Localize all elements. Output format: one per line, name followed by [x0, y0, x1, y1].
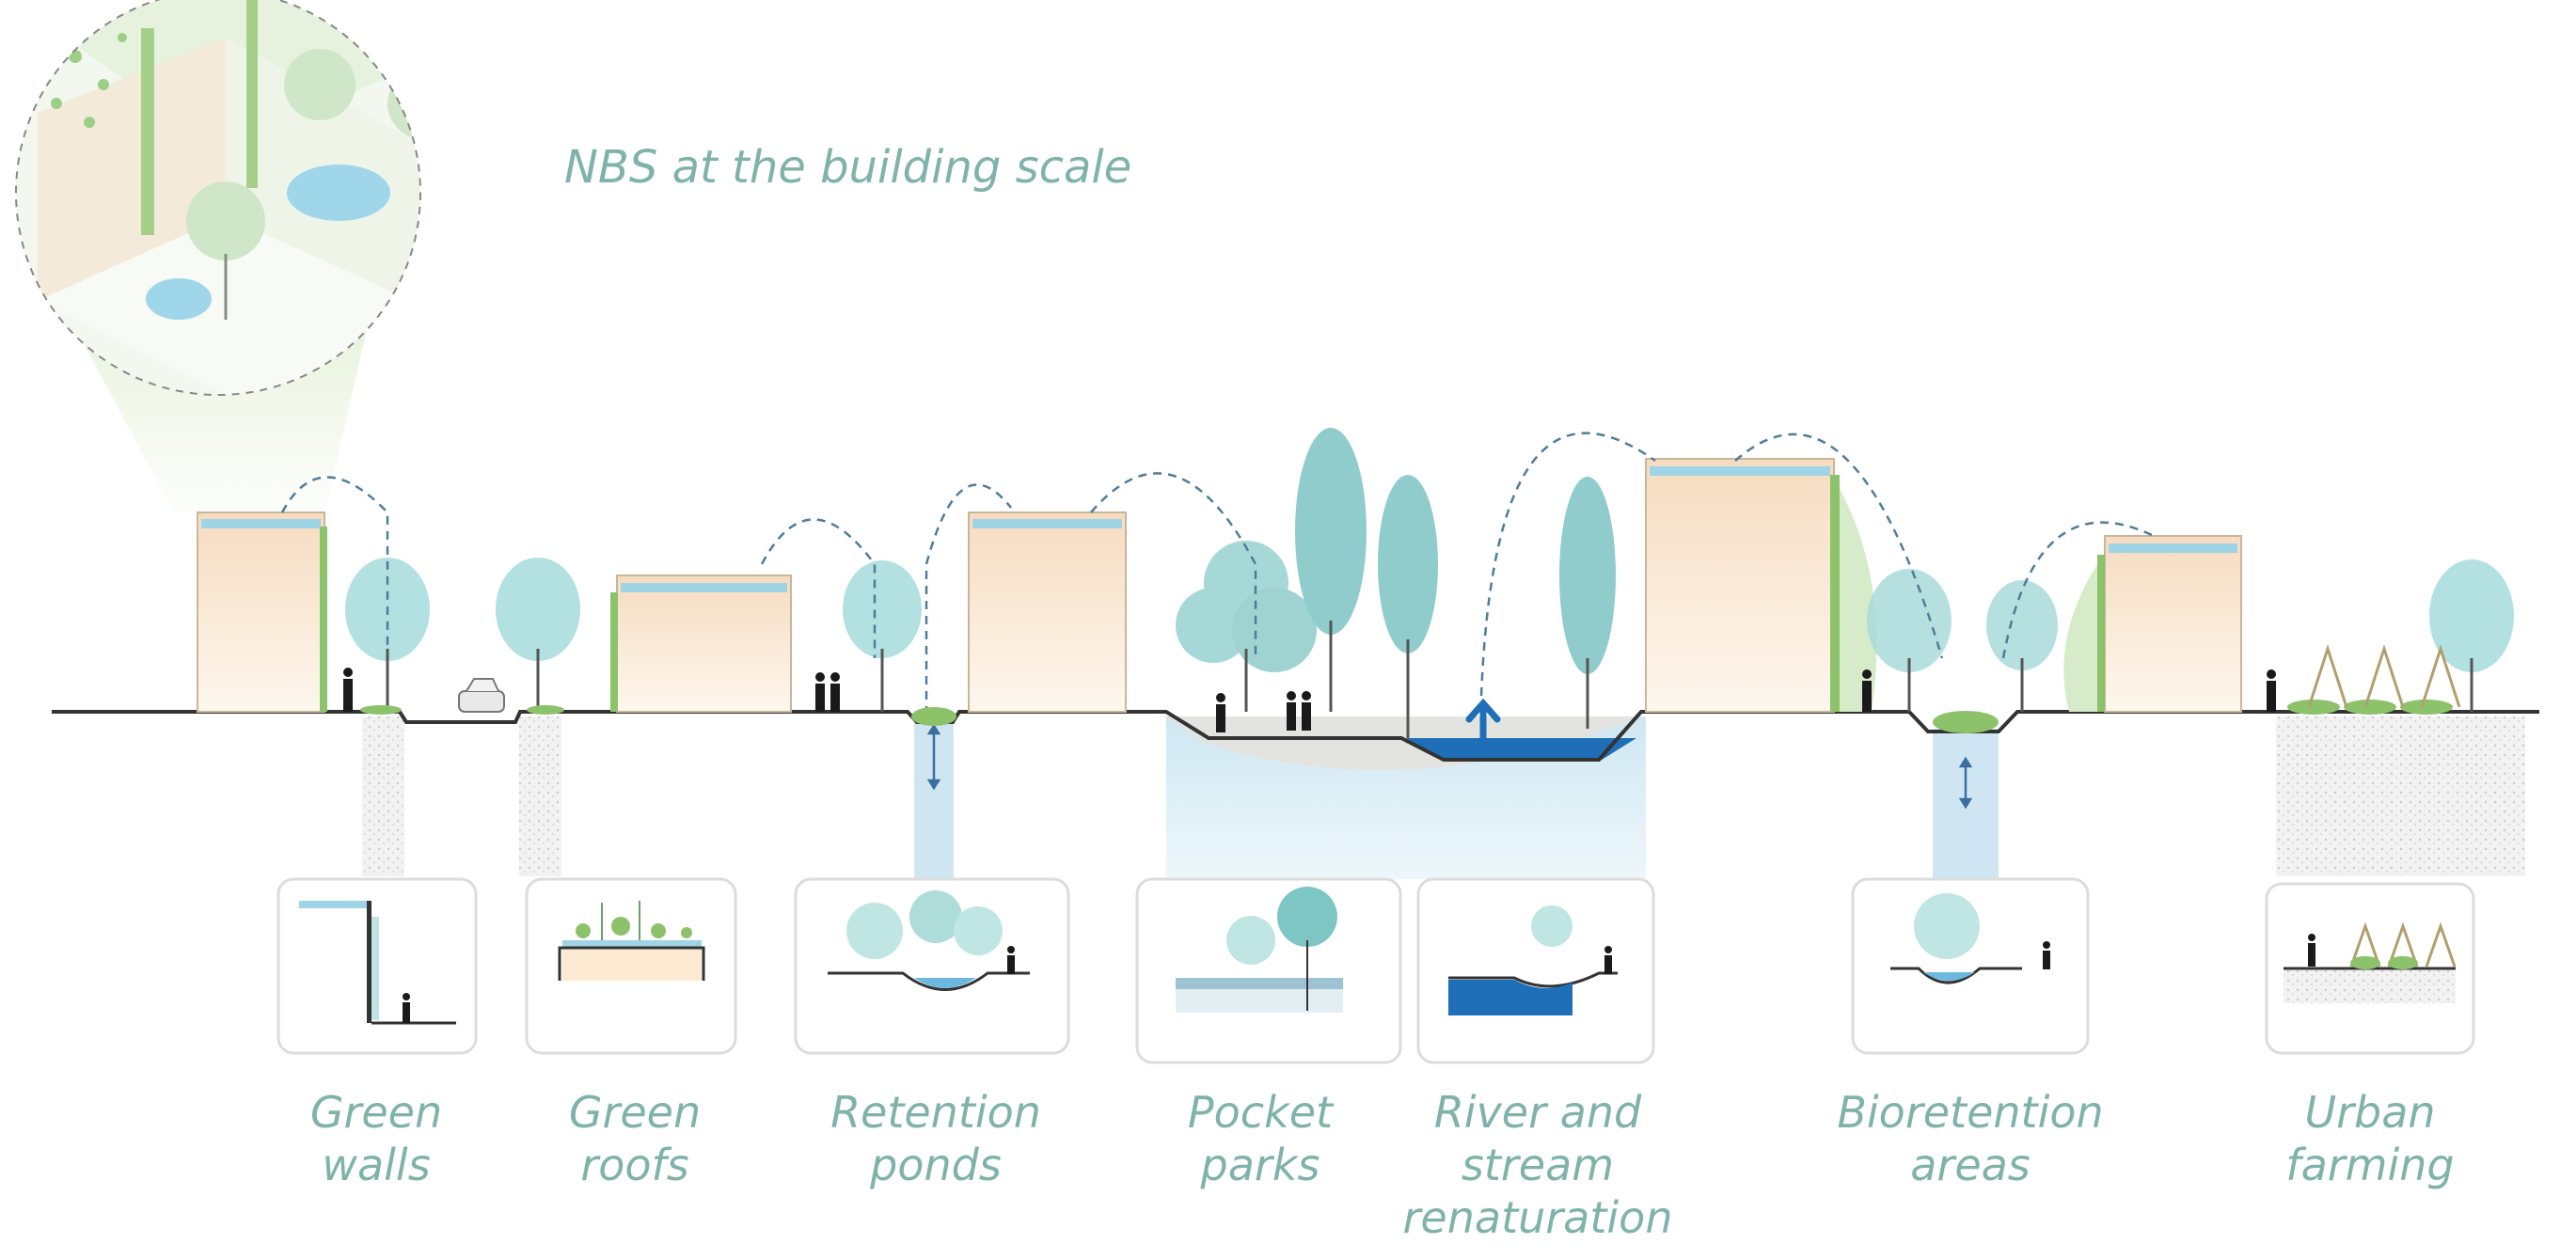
label-line: Green — [568, 1087, 702, 1138]
label-green-walls: Green walls — [282, 1086, 470, 1191]
river-up-arrow-icon — [1465, 698, 1501, 747]
park-basin — [1166, 716, 1641, 771]
card-pocket-parks-art — [1176, 887, 1343, 1013]
card-green-walls-art — [299, 901, 456, 1025]
infiltration-arrows — [926, 723, 1973, 810]
label-line: parks — [1200, 1140, 1320, 1190]
infiltration-dots-1 — [362, 716, 404, 876]
building-1 — [197, 511, 327, 713]
river-channel — [1406, 738, 1636, 762]
ground-vegetation — [360, 700, 2453, 733]
card-bioretention-areas — [1851, 877, 2090, 1055]
urban-farming-trellis — [2307, 644, 2461, 708]
infiltration-dots-3 — [2276, 716, 2525, 876]
card-green-roofs-art — [558, 901, 705, 981]
park-tree-round — [1176, 541, 1317, 712]
label-retention-ponds: Retention ponds — [804, 1086, 1067, 1191]
label-green-roofs: Green roofs — [541, 1086, 729, 1191]
card-retention-ponds-art — [828, 890, 1030, 991]
label-line: Retention — [830, 1087, 1041, 1138]
label-river-renaturation: River and stream renaturation — [1387, 1086, 1688, 1244]
card-pocket-parks — [1135, 877, 1402, 1064]
label-line: roofs — [580, 1140, 689, 1190]
building-4 — [1645, 458, 1877, 713]
card-bioretention-areas-art — [1890, 893, 2050, 984]
building-scale-inset — [16, 0, 420, 395]
label-urban-farming: Urban farming — [2276, 1086, 2464, 1191]
building-3 — [968, 511, 1127, 713]
ground-line — [52, 710, 2539, 762]
card-river-renaturation-art — [1448, 905, 1618, 1015]
building-2 — [610, 574, 792, 713]
trees — [345, 428, 2514, 738]
label-line: walls — [322, 1140, 431, 1190]
building-5 — [2063, 535, 2242, 713]
label-bioretention-areas: Bioretention areas — [1829, 1086, 2111, 1191]
inset-circle-border — [15, 0, 421, 396]
label-line: ponds — [870, 1140, 1002, 1190]
infiltration-dots-2 — [519, 716, 561, 876]
label-line: Bioretention — [1837, 1087, 2104, 1138]
label-line: stream — [1461, 1140, 1615, 1190]
car-icon — [458, 678, 505, 713]
label-pocket-parks: Pocket parks — [1152, 1086, 1368, 1191]
label-line: farming — [2285, 1140, 2455, 1190]
label-line: River and — [1433, 1087, 1642, 1138]
card-river-renaturation — [1416, 877, 1655, 1064]
label-line: areas — [1910, 1140, 2031, 1190]
label-line: Green — [309, 1087, 443, 1138]
water-cycle-arcs — [280, 432, 2155, 715]
people-icons — [343, 668, 2276, 732]
label-line: renaturation — [1402, 1192, 1673, 1243]
label-line: Pocket — [1187, 1087, 1334, 1138]
label-line: Urban — [2304, 1087, 2436, 1138]
card-urban-farming-art — [2284, 921, 2457, 1003]
inset-title: NBS at the building scale — [564, 141, 1132, 194]
